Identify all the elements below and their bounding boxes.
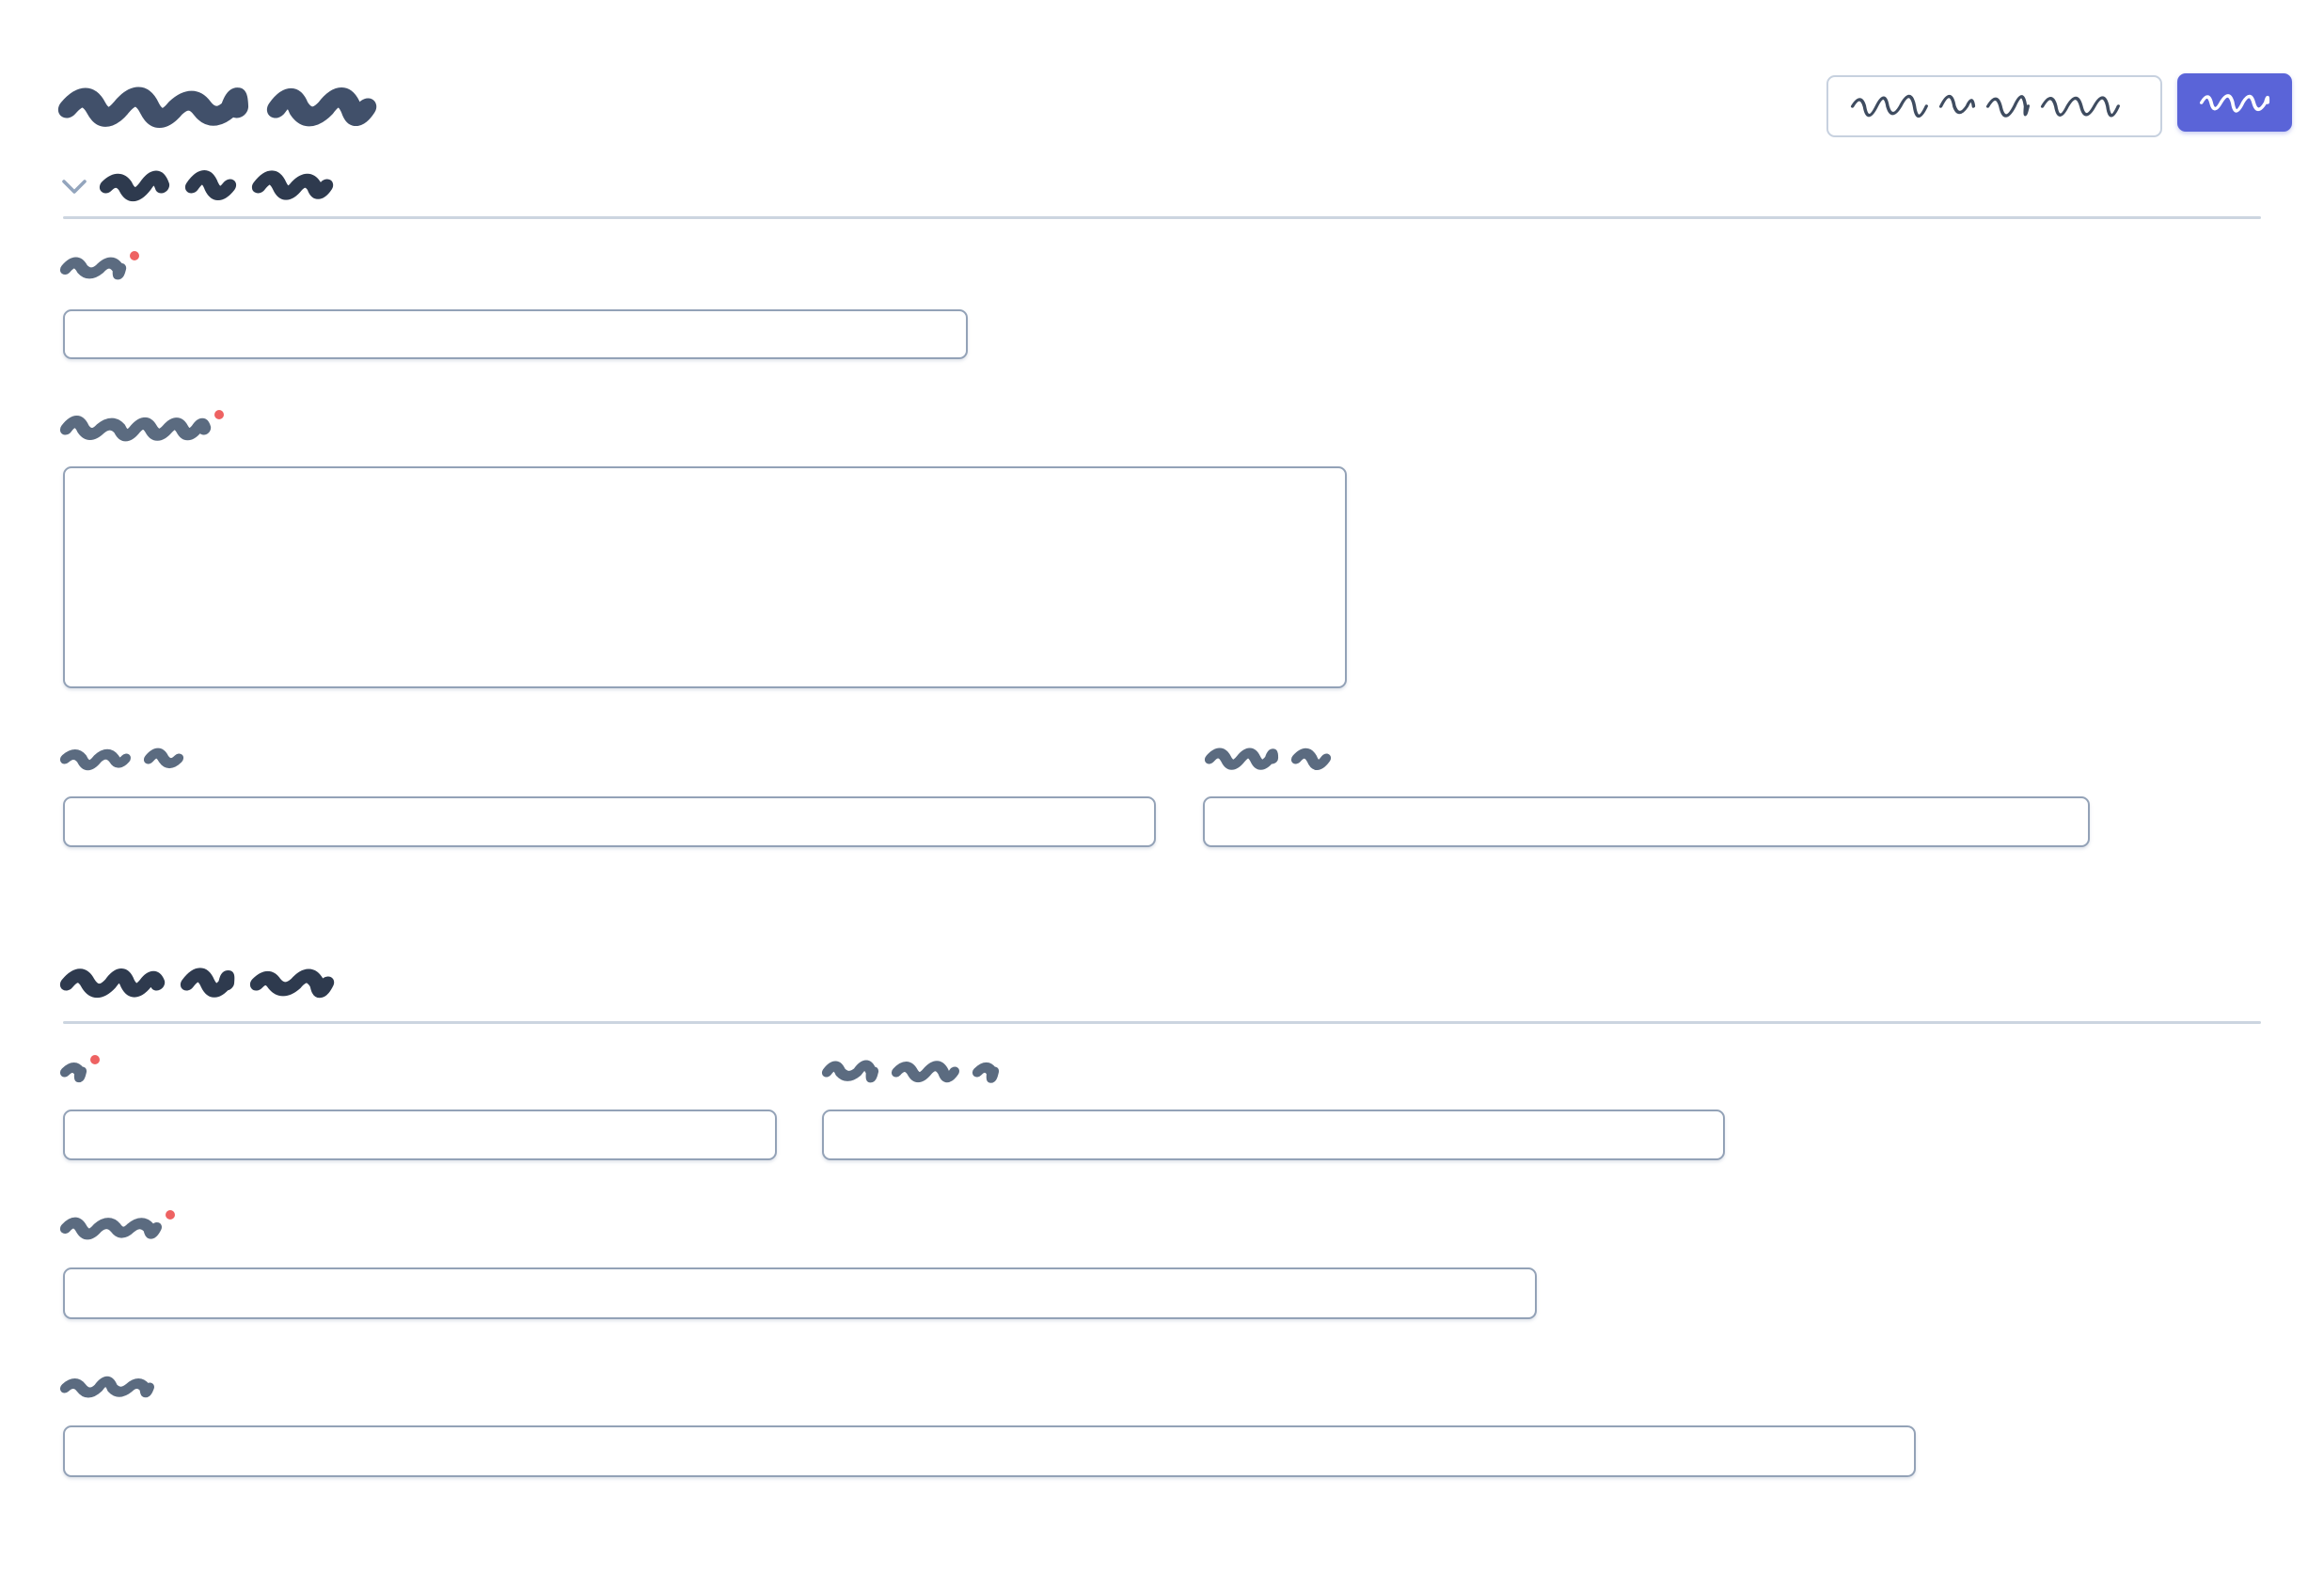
scribble-word bbox=[1938, 94, 1976, 115]
required-indicator bbox=[130, 251, 139, 260]
required-indicator bbox=[214, 410, 224, 419]
field-4-input[interactable] bbox=[1203, 796, 2090, 847]
field-1-input[interactable] bbox=[63, 309, 968, 359]
scribble-word bbox=[143, 748, 184, 769]
field-3-input[interactable] bbox=[63, 796, 1156, 847]
field-6-input[interactable] bbox=[822, 1110, 1725, 1160]
submit-button-label-scribble bbox=[2199, 94, 2270, 113]
scribble-word bbox=[891, 1061, 959, 1083]
section-2-divider bbox=[63, 1021, 2261, 1024]
page-title bbox=[57, 87, 377, 128]
chevron-down-icon[interactable] bbox=[62, 180, 87, 195]
scribble-word bbox=[59, 1062, 87, 1083]
search-placeholder-scribble bbox=[1850, 94, 2120, 118]
section-1-divider bbox=[63, 216, 2261, 219]
scribble-word bbox=[59, 968, 166, 999]
field-4-label bbox=[1204, 748, 1332, 770]
field-7-label bbox=[59, 1210, 175, 1240]
scribble-word bbox=[821, 1060, 879, 1083]
scribble-word bbox=[1850, 94, 1928, 118]
field-5-input[interactable] bbox=[63, 1110, 777, 1160]
scribble-word bbox=[59, 257, 127, 280]
field-8-input[interactable] bbox=[63, 1425, 1916, 1477]
field-7-input[interactable] bbox=[63, 1267, 1537, 1319]
field-5-label bbox=[59, 1055, 100, 1083]
scribble-word bbox=[59, 1217, 162, 1240]
scribble-word bbox=[99, 170, 170, 201]
required-indicator bbox=[166, 1210, 175, 1220]
field-8-label bbox=[59, 1376, 154, 1398]
scribble-word bbox=[180, 968, 235, 998]
field-1-label bbox=[59, 251, 139, 280]
scribble-word bbox=[59, 748, 131, 771]
scribble-word bbox=[266, 87, 377, 127]
submit-button[interactable] bbox=[2177, 73, 2292, 132]
scribble-word bbox=[184, 170, 237, 200]
scribble-word bbox=[1985, 95, 2031, 118]
search-input[interactable] bbox=[1826, 75, 2162, 137]
section-1-title-scribble bbox=[99, 170, 334, 201]
scribble-word bbox=[59, 1376, 154, 1398]
scribble-word bbox=[1290, 748, 1332, 770]
scribble-word bbox=[57, 87, 249, 128]
scribble-word bbox=[2199, 94, 2270, 113]
scribble-word bbox=[249, 968, 335, 999]
field-3-label bbox=[59, 748, 184, 771]
field-2-label bbox=[59, 410, 224, 442]
scribble-word bbox=[251, 170, 334, 200]
scribble-word bbox=[972, 1062, 1000, 1083]
scribble-word bbox=[59, 416, 212, 442]
scribble-word bbox=[1204, 748, 1279, 770]
scribble-word bbox=[2040, 96, 2120, 118]
field-2-textarea[interactable] bbox=[63, 466, 1347, 688]
section-2-title-scribble bbox=[59, 968, 335, 999]
required-indicator bbox=[90, 1055, 100, 1064]
field-6-label bbox=[821, 1060, 1000, 1083]
